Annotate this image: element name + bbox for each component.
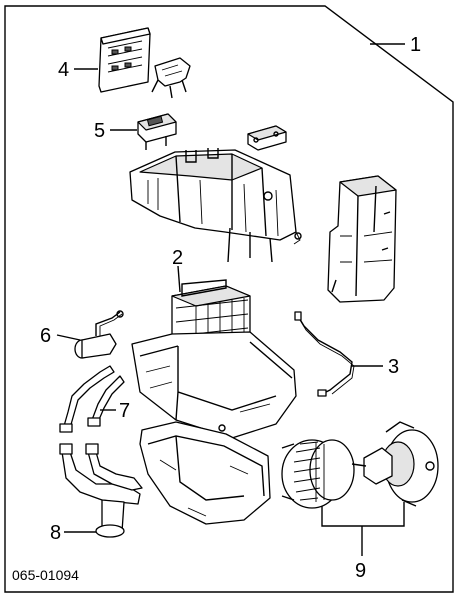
- lower-case: [139, 421, 271, 525]
- callout-2: 2: [172, 247, 183, 269]
- callout-9: 9: [355, 560, 366, 582]
- callout-4: 4: [58, 59, 69, 81]
- callout-6: 6: [40, 325, 51, 347]
- side-duct: [327, 175, 397, 303]
- hose-b: [59, 365, 125, 433]
- upper-case: [129, 148, 302, 263]
- blower-motor: [351, 421, 439, 507]
- drain-hose: [59, 443, 143, 538]
- leader-9: [321, 502, 405, 556]
- control-amplifier: [98, 27, 151, 93]
- callout-7: 7: [119, 400, 130, 422]
- thermistor-wire: [294, 311, 355, 397]
- leader-6: [56, 334, 81, 341]
- callout-8: 8: [50, 522, 61, 544]
- assembly-outline: [4, 5, 454, 593]
- hose-a: [74, 310, 124, 359]
- lower-tray: [131, 331, 297, 439]
- resistor: [137, 113, 177, 150]
- part-number: 065-01094: [12, 567, 79, 583]
- leader-2: [177, 265, 181, 293]
- callout-3: 3: [388, 356, 399, 378]
- blower-fan: [281, 439, 355, 509]
- callout-5: 5: [94, 120, 105, 142]
- bracket: [151, 57, 191, 99]
- callout-1: 1: [410, 34, 421, 56]
- connector-module: [247, 125, 287, 151]
